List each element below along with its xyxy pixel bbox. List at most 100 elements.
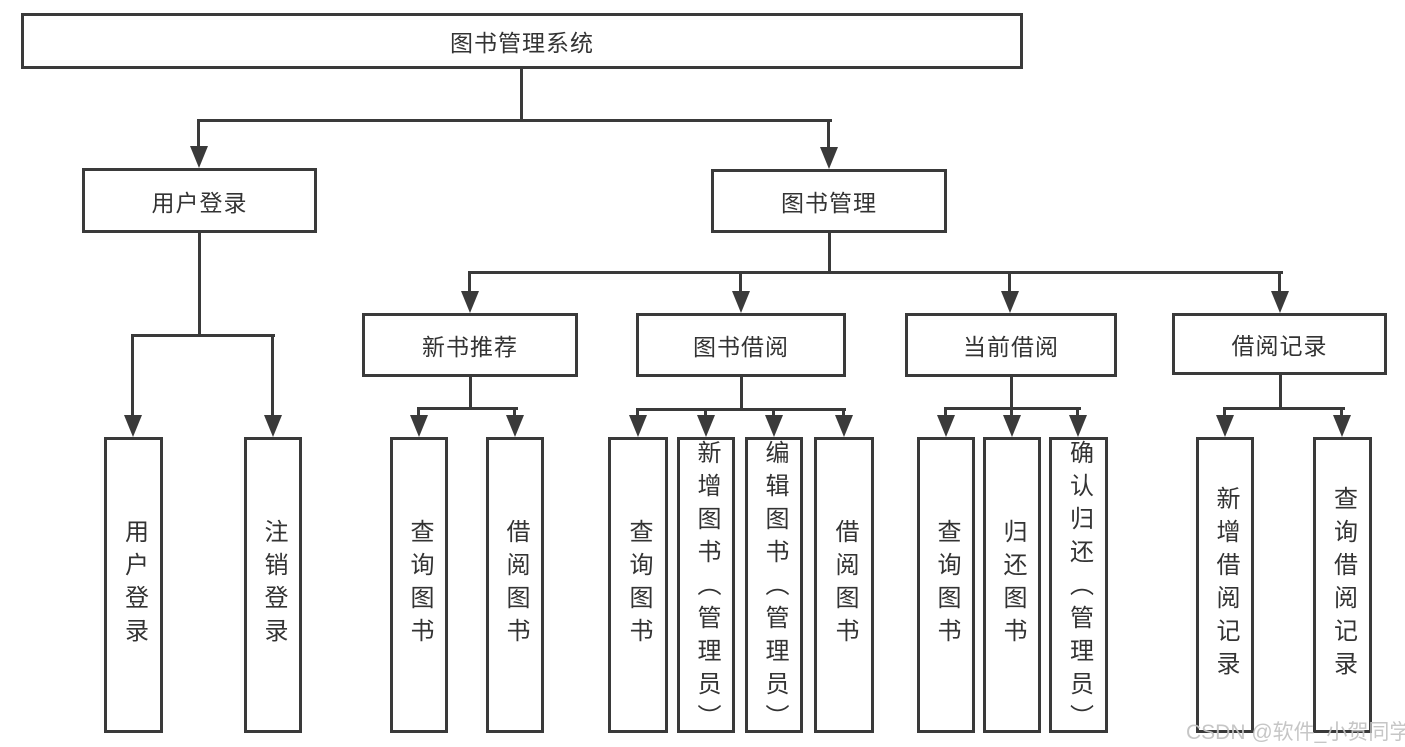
node-new-book-rec-label: 新书推荐 (422, 334, 518, 360)
edge-level2-bar (199, 119, 832, 122)
leaf-current-query-books: 查询图书 (917, 437, 975, 733)
csdn-watermark: CSDN @软件_小贺同学 (1186, 721, 1405, 744)
arrowhead-down-icon (732, 291, 750, 313)
edge-root-stem (520, 69, 523, 120)
edge-arrow-user-login (190, 119, 208, 168)
arrowhead-down-icon (124, 415, 142, 437)
arrowhead-down-icon (461, 291, 479, 313)
arrowhead-down-icon (697, 415, 715, 437)
edge-arrow-cb-confirm (1069, 407, 1087, 437)
leaf-current-query-books-label: 查询图书 (933, 519, 960, 651)
edge-user-login-stem (198, 233, 201, 335)
leaf-current-return-books-label: 归还图书 (999, 519, 1026, 651)
edge-arrow-shaft (636, 408, 639, 417)
edge-arrow-shaft (1223, 407, 1226, 417)
edge-arrow-leaf-logout (264, 334, 282, 437)
edge-arrow-new-book-rec (461, 271, 479, 313)
node-current-borrow: 当前借阅 (905, 313, 1117, 377)
edge-current-borrow-stem (1010, 377, 1013, 408)
leaf-logout: 注销登录 (244, 437, 302, 733)
leaf-newrec-query-books-label: 查询图书 (406, 519, 433, 651)
leaf-borrow-borrow-books: 借阅图书 (814, 437, 874, 733)
edge-arrow-br-add (1216, 407, 1234, 437)
leaf-current-confirm-return: 确认归还（管理员） (1049, 437, 1108, 737)
leaf-records-add-record-label: 新增借阅记录 (1212, 486, 1239, 684)
leaf-newrec-borrow-books: 借阅图书 (486, 437, 544, 733)
edge-arrow-shaft (772, 408, 775, 417)
edge-book-borrow-bar (637, 408, 846, 411)
leaf-newrec-borrow-books-label: 借阅图书 (502, 519, 529, 651)
arrowhead-down-icon (835, 415, 853, 437)
leaf-user-login-label: 用户登录 (120, 519, 148, 651)
edge-arrow-bb-query (629, 408, 647, 437)
arrowhead-down-icon (1271, 291, 1289, 313)
edge-arrow-br-query (1333, 407, 1351, 437)
edge-arrow-shaft (1076, 407, 1079, 417)
edge-arrow-borrow-records (1271, 271, 1289, 313)
leaf-borrow-borrow-books-label: 借阅图书 (831, 519, 858, 651)
edge-arrow-book-borrow (732, 271, 750, 313)
edge-arrow-shaft (417, 407, 420, 417)
arrowhead-down-icon (1216, 415, 1234, 437)
arrowhead-down-icon (264, 415, 282, 437)
arrowhead-down-icon (1333, 415, 1351, 437)
edge-arrow-newrec-query (410, 407, 428, 437)
node-book-borrow: 图书借阅 (636, 313, 846, 377)
edge-arrow-shaft (271, 334, 274, 417)
edge-arrow-shaft (827, 119, 830, 149)
edge-arrow-bb-borrow (835, 408, 853, 437)
node-borrow-records-label: 借阅记录 (1231, 333, 1328, 359)
node-book-borrow-label: 图书借阅 (693, 334, 789, 360)
edge-arrow-shaft (513, 407, 516, 417)
arrowhead-down-icon (1003, 415, 1021, 437)
leaf-current-return-books: 归还图书 (983, 437, 1041, 733)
leaf-current-confirm-return-label: 确认归还（管理员） (1065, 440, 1093, 737)
leaf-borrow-edit-books: 编辑图书（管理员） (745, 437, 803, 737)
arrowhead-down-icon (410, 415, 428, 437)
edge-arrow-current-borrow (1001, 271, 1019, 313)
arrowhead-down-icon (190, 146, 208, 168)
leaf-borrow-add-books-label: 新增图书（管理员） (693, 440, 720, 737)
arrowhead-down-icon (1001, 291, 1019, 313)
edge-arrow-shaft (1008, 271, 1011, 293)
leaf-records-query-record: 查询借阅记录 (1313, 437, 1372, 733)
node-new-book-rec: 新书推荐 (362, 313, 578, 377)
edge-arrow-shaft (1278, 271, 1281, 293)
arrowhead-down-icon (1069, 415, 1087, 437)
leaf-records-add-record: 新增借阅记录 (1196, 437, 1254, 733)
edge-new-book-rec-bar (419, 407, 518, 410)
edge-arrow-shaft (468, 271, 471, 293)
node-user-login: 用户登录 (82, 168, 317, 233)
arrowhead-down-icon (937, 415, 955, 437)
leaf-borrow-edit-books-label: 编辑图书（管理员） (761, 440, 788, 737)
edge-new-book-rec-stem (469, 377, 472, 408)
edge-book-mgmt-stem (828, 233, 831, 273)
edge-arrow-book-mgmt (820, 119, 838, 169)
node-book-mgmt-label: 图书管理 (781, 190, 877, 216)
node-root-label: 图书管理系统 (450, 30, 594, 56)
leaf-borrow-add-books: 新增图书（管理员） (677, 437, 735, 737)
edge-arrow-bb-add (697, 408, 715, 437)
edge-user-login-bar (133, 334, 275, 337)
arrowhead-down-icon (820, 147, 838, 169)
node-user-login-label: 用户登录 (151, 189, 248, 216)
leaf-user-login: 用户登录 (104, 437, 163, 733)
arrowhead-down-icon (506, 415, 524, 437)
edge-arrow-shaft (131, 334, 134, 417)
edge-book-borrow-stem (740, 377, 743, 409)
leaf-logout-label: 注销登录 (260, 519, 287, 651)
edge-arrow-shaft (1340, 407, 1343, 417)
node-book-mgmt: 图书管理 (711, 169, 947, 233)
edge-arrow-shaft (1010, 407, 1013, 417)
edge-arrow-shaft (842, 408, 845, 417)
leaf-borrow-query-books: 查询图书 (608, 437, 668, 733)
edge-arrow-shaft (704, 408, 707, 417)
node-root: 图书管理系统 (21, 13, 1023, 69)
leaf-records-query-record-label: 查询借阅记录 (1329, 486, 1357, 684)
node-current-borrow-label: 当前借阅 (963, 334, 1059, 360)
node-borrow-records: 借阅记录 (1172, 313, 1387, 375)
edge-borrow-records-stem (1279, 375, 1282, 408)
edge-arrow-leaf-user-login (124, 334, 142, 437)
edge-arrow-cb-return (1003, 407, 1021, 437)
